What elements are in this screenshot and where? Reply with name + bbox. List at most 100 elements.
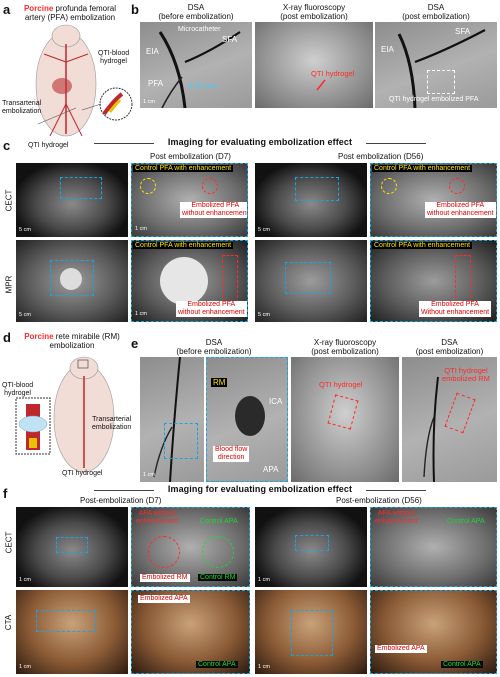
panel-e-xray-header: X-ray fluoroscopy(post embolization)	[291, 338, 399, 356]
panel-b-dsa-post-sub: (post embolization)	[402, 12, 470, 21]
panel-b-scale-1: 1 cm	[143, 99, 155, 105]
panel-e-embol-rm-1: QTI hydrogel	[444, 366, 488, 375]
panel-f-control-apa-2: Control APA	[447, 518, 485, 525]
panel-d-label: d	[3, 330, 11, 345]
panel-e-embol-rm-2: embolized RM	[442, 374, 490, 383]
panel-f-cect-d56-roi	[295, 535, 329, 551]
panel-c-cect-d7-zoom-scale: 1 cm	[135, 226, 147, 232]
panel-f-cect-d7-scale: 1 cm	[19, 577, 31, 583]
panel-b-label: b	[131, 2, 139, 17]
panel-a-label: a	[3, 2, 11, 17]
panel-b-xray-image: QTI hydrogel	[255, 22, 373, 108]
panel-c-embol-circle-1	[202, 178, 218, 194]
panel-a-title-species: Porcine	[23, 4, 54, 13]
panel-f-cect-d56-image: 1 cm	[255, 507, 367, 587]
panel-c-cect-d7-roi	[60, 177, 102, 199]
panel-c-embol-4b: Without enhancement	[421, 309, 490, 316]
panel-f-cta-d56-roi	[291, 610, 333, 656]
panel-e-xray-sub: (post embolization)	[311, 347, 379, 356]
panel-e-qti-hydrogel: QTI hydrogel	[319, 380, 363, 389]
panel-c-d7: Post embolization (D7)	[150, 152, 231, 161]
panel-e-scale-1: 1 cm	[143, 472, 155, 478]
panel-d-transarterial-2: embolization	[92, 424, 132, 431]
panel-e-dsa-before-sub: (before embolization)	[176, 347, 252, 356]
panel-d-transarterial-1: Transarterial	[92, 416, 132, 423]
panel-f-embol-apa-2: Embolized APA	[375, 645, 427, 653]
panel-f-embol-apa-1: Embolized APA	[138, 595, 190, 603]
panel-f-banner: Imaging for evaluating embolization effe…	[94, 484, 426, 494]
panel-e-blood-1: Blood flow	[215, 446, 248, 453]
panel-c-mpr-d56-roi	[285, 262, 331, 294]
panel-f-cect-label: CECT	[4, 531, 14, 554]
panel-c-mpr-d7-bladder	[60, 268, 82, 290]
panel-c-mpr-d7-zoom-bladder	[160, 257, 208, 305]
panel-c-label: c	[3, 138, 11, 153]
panel-e-apa: APA	[263, 465, 279, 474]
panel-c-cect-label: CECT	[4, 189, 14, 212]
panel-f-cta-d7-zoom: Embolized APA Control APA	[131, 590, 250, 674]
panel-b-dsa-post-image: EIA SFA QTI hydrogel embolized PFA	[375, 22, 497, 108]
panel-b-dsa-before-image: Microcatheter SFA EIA PFA 4.25 mm 1 cm	[140, 22, 252, 108]
panel-c-mpr-d56-image: 5 cm	[255, 240, 367, 322]
panel-c-control-circle-1	[140, 178, 156, 194]
panel-a-qti-blood-2: hydrogel	[100, 58, 127, 65]
panel-f-cect-d56-scale: 1 cm	[258, 577, 270, 583]
panel-b-dsa-post-title: DSA	[427, 3, 445, 12]
panel-e-xray-roi	[327, 394, 359, 430]
panel-b-hydrogel-arrow	[316, 79, 326, 91]
panel-a-title: Porcine profunda femoral artery (PFA) em…	[15, 4, 125, 22]
panel-c-mpr-label: MPR	[4, 275, 14, 294]
panel-d-title-species: Porcine	[24, 332, 54, 341]
panel-e-dsa-before-image: 1 cm	[140, 357, 204, 482]
panel-f-apa-wo-1a: APA without	[138, 510, 176, 517]
panel-f-control-apa-4: Control APA	[441, 661, 483, 668]
panel-f-d7: Post-embolization (D7)	[80, 496, 162, 505]
panel-c-cect-d56-scale: 5 cm	[258, 227, 270, 233]
panel-c-control-1: Control PFA with enhancement	[133, 165, 234, 172]
panel-f-cta-d56-image: 1 cm	[255, 590, 367, 674]
panel-c-mpr-d7-image: 5 cm	[16, 240, 128, 322]
panel-d-title: Porcine rete mirabile (RM) embolization	[14, 332, 130, 350]
panel-c-control-3: Control PFA with enhancement	[133, 242, 234, 249]
panel-a-title-rest: profunda femoral	[53, 4, 117, 13]
panel-f-cta-d7-image: 1 cm	[16, 590, 128, 674]
panel-c-control-2: Control PFA with enhancement	[372, 165, 473, 172]
panel-b-sfa: SFA	[222, 35, 238, 44]
panel-b-xray-header: X-ray fluoroscopy(post embolization)	[255, 3, 373, 21]
panel-f-apa-wo-2b: enhancement	[375, 518, 418, 525]
panel-a-qti-blood-1: QTI-blood	[98, 50, 130, 57]
panel-b-dsa-before-title: DSA	[187, 3, 205, 12]
panel-a-qti-hydrogel: QTI hydrogel	[28, 142, 69, 149]
panel-e-ica: ICA	[269, 397, 283, 406]
panel-c-embol-1a: Embolized PFA	[191, 202, 240, 209]
panel-d-qti-blood-1: QTI-blood	[2, 382, 34, 389]
panel-b-dsa-before-sub: (before embolization)	[158, 12, 234, 21]
panel-c-embol-2b: without enhancement	[427, 210, 494, 217]
panel-c-mpr-d56-scale: 5 cm	[258, 312, 270, 318]
panel-f-apa-wo-2a: APA without	[377, 510, 415, 517]
panel-e-vessels-3	[423, 376, 439, 482]
panel-c-mpr-d7-zoom: Control PFA with enhancement Embolized P…	[131, 240, 248, 322]
panel-a-transarterial-1: Transarterial	[2, 100, 42, 107]
panel-e-rm: RM	[211, 378, 228, 387]
panel-f-label: f	[3, 486, 8, 501]
panel-b-vessels-1	[158, 31, 241, 108]
panel-c-embol-3b: without enhancement	[178, 309, 245, 316]
panel-e-dsa-post-title: DSA	[441, 338, 458, 347]
panel-e-vessels-1	[153, 357, 181, 482]
panel-f-embol-rm: Embolized RM	[140, 574, 190, 582]
panel-e-dsa-post-header: DSA(post embolization)	[402, 338, 497, 356]
panel-f-cta-d7-scale: 1 cm	[19, 664, 31, 670]
panel-b-qti-hydrogel: QTI hydrogel	[311, 69, 355, 78]
panel-d-qti-blood-2: hydrogel	[4, 390, 31, 397]
panel-a-transarterial-2: embolization	[2, 108, 42, 115]
